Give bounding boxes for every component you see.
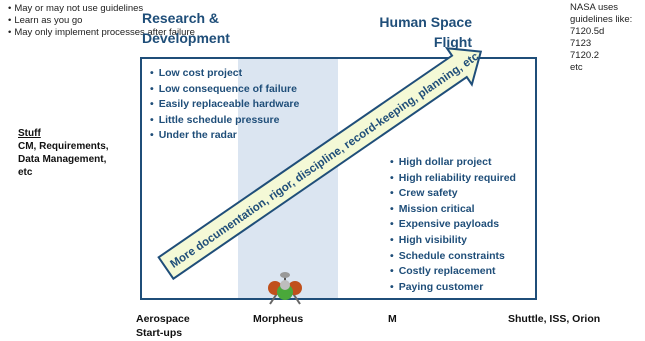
hsf-list-item: Schedule constraints xyxy=(390,249,516,265)
axis-label-shuttle: Shuttle, ISS, Orion xyxy=(508,313,601,325)
stuff-title: Stuff xyxy=(18,128,41,139)
research-title-line: Development xyxy=(142,30,230,46)
hsf-list-item: Crew safety xyxy=(390,186,516,202)
human-space-flight-title: Human Space Flight xyxy=(379,12,472,52)
research-development-title: Research & Development xyxy=(142,8,230,48)
hsf-list-item: Paying customer xyxy=(390,280,516,296)
rd-list-item: Little schedule pressure xyxy=(150,113,299,129)
stuff-line: CM, Requirements, xyxy=(18,141,109,152)
hsf-list-item: High visibility xyxy=(390,233,516,249)
hsf-list-item: Mission critical xyxy=(390,202,516,218)
stuff-line: Data Management, xyxy=(18,154,107,165)
left-note-item: May or may not use guidelines xyxy=(6,3,195,15)
rd-list-item: Easily replaceable hardware xyxy=(150,97,300,113)
rd-characteristics-list: Low cost project Low consequence of fail… xyxy=(150,66,300,144)
axis-label-m: M xyxy=(388,313,397,325)
research-title-line: Research & xyxy=(142,10,220,26)
arrow-label: More documentation, rigor, discipline, r… xyxy=(168,50,481,271)
stuff-block: Stuff CM, Requirements, Data Management,… xyxy=(18,127,109,179)
hsf-characteristics-list: High dollar project High reliability req… xyxy=(390,155,516,295)
hsf-title-line: Flight xyxy=(433,34,472,50)
nasa-note-line: 7120.2 xyxy=(570,50,600,61)
nasa-note-line: NASA uses xyxy=(570,2,619,13)
axis-label-aerospace-startups: Aerospace Start-ups xyxy=(136,312,190,340)
stuff-line: etc xyxy=(18,167,33,178)
hsf-list-item: High dollar project xyxy=(390,155,516,171)
hsf-list-item: Costly replacement xyxy=(390,264,516,280)
nasa-note-line: etc xyxy=(570,62,583,73)
axis-label-line: Aerospace xyxy=(136,313,190,325)
rd-list-item: Low consequence of failure xyxy=(150,82,299,98)
hsf-title-line: Human Space xyxy=(379,14,472,30)
nasa-guidelines-notes: NASA uses guidelines like: 7120.5d 7123 … xyxy=(570,2,632,74)
nasa-note-line: 7120.5d xyxy=(570,26,605,37)
hsf-list-item: High reliability required xyxy=(390,171,516,187)
axis-label-line: Start-ups xyxy=(136,327,183,339)
morpheus-lander-icon xyxy=(268,272,302,305)
nasa-note-line: 7123 xyxy=(570,38,592,49)
rd-list-item: Low cost project xyxy=(150,66,299,82)
rd-list-item: Under the radar xyxy=(150,128,299,144)
nasa-note-line: guidelines like: xyxy=(570,14,633,25)
left-note-item: Learn as you go xyxy=(6,15,195,27)
left-notes: May or may not use guidelines Learn as y… xyxy=(6,3,195,39)
left-note-item: May only implement processes after failu… xyxy=(6,27,195,39)
arrow-shape xyxy=(157,47,483,281)
hsf-list-item: Expensive payloads xyxy=(390,217,516,233)
axis-label-morpheus: Morpheus xyxy=(253,313,304,325)
